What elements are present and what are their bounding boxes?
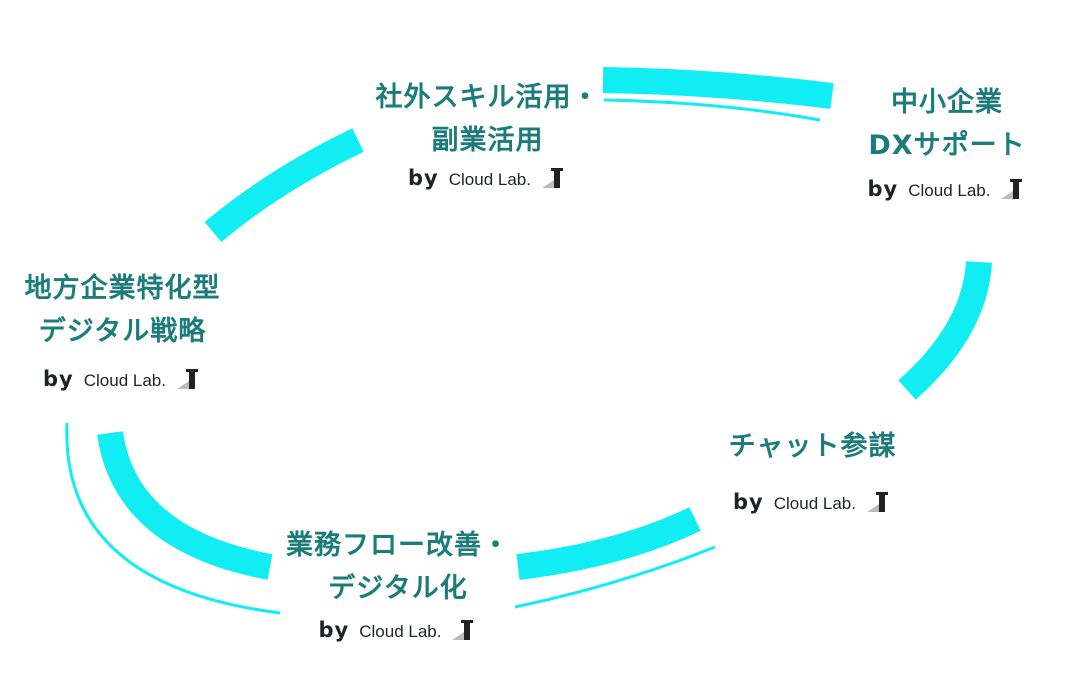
node-dx-title-line1: 中小企業: [891, 87, 1003, 118]
tower-logo-icon: [541, 166, 567, 190]
tower-logo-icon: [451, 618, 477, 642]
byline: by Cloud Lab.: [319, 618, 478, 642]
node-chat-title-line1: チャット参謀: [728, 431, 897, 462]
node-workflow-title-line2: デジタル化: [328, 573, 468, 604]
brand-name: Cloud Lab.: [83, 371, 166, 390]
arc-chat-to-workflow-thin: [514, 545, 716, 609]
brand-name: Cloud Lab.: [448, 170, 531, 189]
brand-name: Cloud Lab.: [773, 494, 856, 513]
tower-logo-icon: [1000, 177, 1026, 201]
brand-name: Cloud Lab.: [908, 181, 991, 200]
arc-regional-to-skills: [204, 128, 364, 242]
node-skills-title-line1: 社外スキル活用・: [375, 82, 600, 113]
node-skills-title-line2: 副業活用: [431, 125, 544, 156]
node-skills: 社外スキル活用・ 副業活用 by Cloud Lab.: [370, 76, 605, 190]
by-label: by: [43, 367, 74, 391]
byline: by Cloud Lab.: [733, 490, 892, 514]
by-label: by: [318, 618, 350, 642]
byline: by Cloud Lab.: [43, 367, 202, 391]
tower-logo-icon: [866, 490, 892, 514]
by-label: by: [867, 177, 899, 201]
node-workflow-title-line1: 業務フロー改善・: [286, 530, 510, 561]
byline: by Cloud Lab.: [868, 177, 1027, 201]
arc-skills-to-dx-thin: [603, 98, 821, 122]
node-dx: 中小企業 DXサポート by Cloud Lab.: [852, 81, 1042, 201]
node-workflow: 業務フロー改善・ デジタル化 by Cloud Lab.: [278, 524, 518, 642]
tower-logo-icon: [176, 367, 202, 391]
node-chat: チャット参謀 by Cloud Lab.: [720, 425, 905, 514]
arc-chat-to-workflow: [516, 507, 701, 580]
byline: by Cloud Lab.: [408, 166, 567, 190]
node-regional-title-line2: デジタル戦略: [38, 316, 207, 347]
arc-skills-to-dx: [602, 67, 834, 109]
arc-dx-to-chat: [898, 260, 992, 400]
brand-name: Cloud Lab.: [359, 622, 442, 641]
by-label: by: [408, 166, 439, 190]
by-label: by: [733, 490, 764, 514]
node-regional: 地方企業特化型 デジタル戦略 by Cloud Lab.: [5, 267, 240, 391]
node-regional-title-line1: 地方企業特化型: [24, 273, 221, 304]
node-dx-title-line2: DXサポート: [868, 130, 1026, 161]
arc-workflow-to-regional: [97, 430, 273, 580]
arc-workflow-to-regional-thin: [65, 422, 281, 615]
